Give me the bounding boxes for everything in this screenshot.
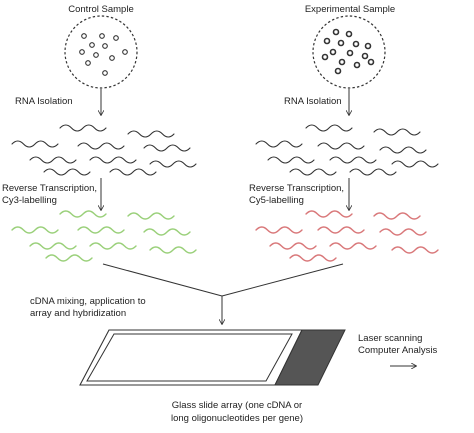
- cy5-cdna-strand: [391, 246, 439, 254]
- merge-line-right: [221, 263, 344, 297]
- rna-strand: [349, 168, 397, 176]
- rna-strand: [29, 156, 77, 164]
- experimental-sample-dish: [312, 15, 386, 89]
- experimental-sample-title: Experimental Sample: [305, 4, 395, 15]
- cy5-cdna-strand: [305, 210, 353, 218]
- glass-slide-caption-line1: Glass slide array (one cDNA or: [172, 400, 302, 411]
- rna-strand: [77, 142, 125, 150]
- slide-inner: [86, 333, 293, 382]
- computer-analysis-label: Computer Analysis: [358, 345, 437, 356]
- rna-strand: [11, 140, 59, 148]
- cy3-cdna-strand: [127, 212, 175, 220]
- control-sample-title: Control Sample: [68, 4, 133, 15]
- cy3-cdna-strand: [143, 228, 191, 236]
- rna-strand: [127, 130, 175, 138]
- rna-strand: [317, 142, 365, 150]
- cy5-cdna-strand: [329, 242, 377, 250]
- control-sample-cells: [79, 33, 128, 76]
- rna-strand: [89, 156, 137, 164]
- array-hybridization-label: array and hybridization: [30, 308, 126, 319]
- experimental-sample-cells: [321, 28, 375, 75]
- cy5-labelling-label: Cy5-labelling: [249, 195, 304, 206]
- cy5-cdna-strand: [255, 226, 303, 234]
- rna-strand: [391, 160, 439, 168]
- cy3-cdna-strand: [89, 242, 137, 250]
- rna-strand: [143, 144, 191, 152]
- rna-strands-right: [255, 124, 439, 176]
- reverse-transcription-label-left: Reverse Transcription,: [2, 183, 97, 194]
- rna-strand: [109, 168, 157, 176]
- rna-strand: [329, 156, 377, 164]
- cy5-cdna-strand: [379, 228, 427, 236]
- cy3-cdna-strand: [29, 242, 77, 250]
- rna-isolation-label-left: RNA Isolation: [15, 96, 73, 107]
- reverse-transcription-label-right: Reverse Transcription,: [249, 183, 344, 194]
- cy5-cdna-strand: [317, 226, 365, 234]
- cy5-cdna-strands: [255, 210, 439, 262]
- cy3-cdna-strand: [45, 254, 93, 262]
- cy3-cdna-strand: [11, 226, 59, 234]
- rna-strand: [289, 168, 337, 176]
- cy3-cdna-strand: [77, 226, 125, 234]
- cy5-cdna-strand: [373, 212, 421, 220]
- rna-isolation-label-right: RNA Isolation: [284, 96, 342, 107]
- cy3-cdna-strands: [11, 210, 197, 262]
- glass-slide-array: [79, 329, 346, 386]
- rna-strand: [59, 124, 107, 132]
- cy3-cdna-strand: [59, 210, 107, 218]
- slide-label-end: [274, 329, 346, 386]
- cdna-mixing-label: cDNA mixing, application to: [30, 296, 146, 307]
- rna-strand: [379, 146, 427, 154]
- glass-slide-caption-line2: long oligonucleotides per gene): [171, 413, 303, 424]
- rna-strand: [43, 168, 91, 176]
- rna-strand: [305, 124, 353, 132]
- rna-strand: [255, 140, 303, 148]
- rna-strands-left: [11, 124, 197, 176]
- cy5-cdna-strand: [269, 242, 317, 250]
- cy3-cdna-strand: [149, 246, 197, 254]
- cy3-labelling-label: Cy3-labelling: [2, 195, 57, 206]
- merge-line-left: [102, 263, 223, 297]
- rna-strand: [373, 128, 421, 136]
- rna-strand: [149, 160, 197, 168]
- laser-scanning-label: Laser scanning: [358, 333, 422, 344]
- cy5-cdna-strand: [289, 254, 337, 262]
- control-sample-dish: [64, 15, 138, 89]
- rna-strand: [267, 156, 315, 164]
